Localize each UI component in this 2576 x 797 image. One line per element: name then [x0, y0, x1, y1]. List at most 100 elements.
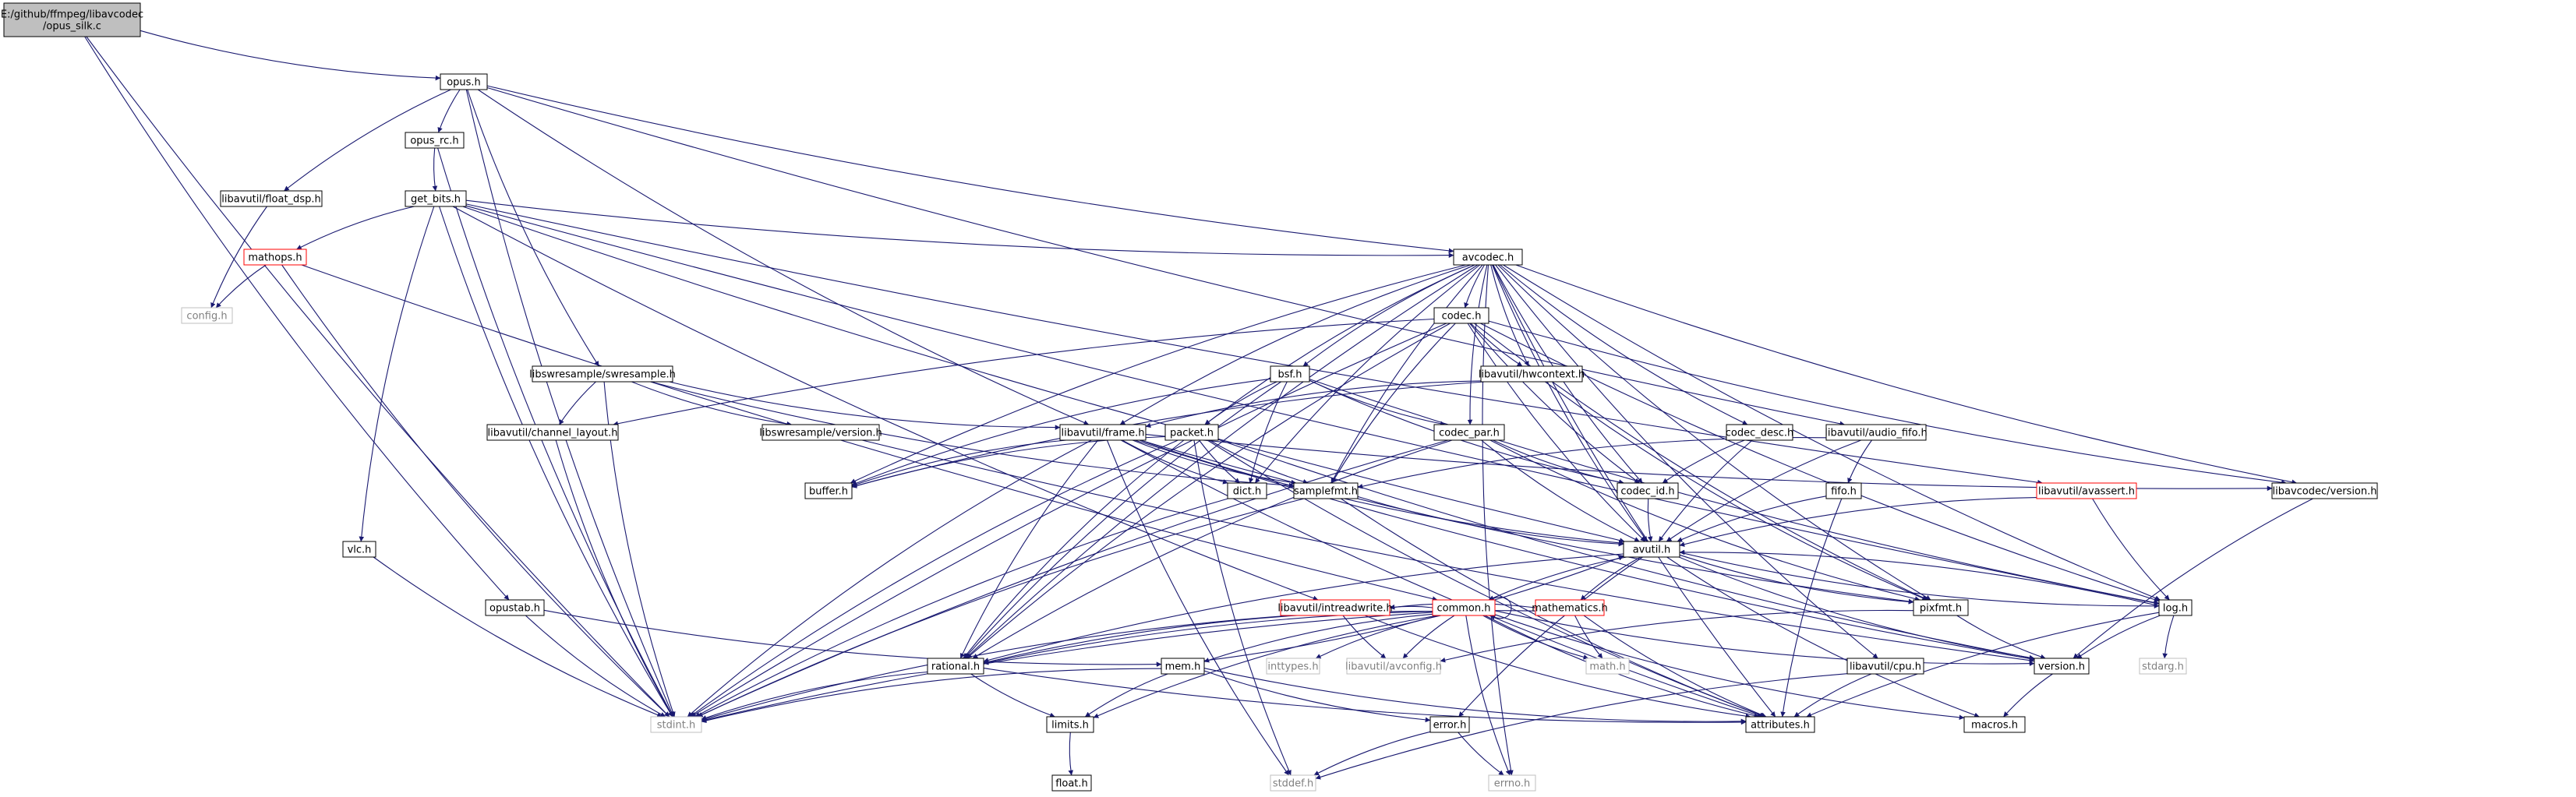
- node-box: [3, 2, 141, 37]
- node-box: [1453, 249, 1523, 266]
- node-label: vlc.h: [348, 545, 372, 556]
- node-version-h[interactable]: version.h: [2034, 658, 2090, 675]
- node-mathematics[interactable]: mathematics.h: [1532, 599, 1608, 616]
- edge-mem-to-error: [1203, 670, 1431, 723]
- node-lavc-version[interactable]: libavcodec/version.h: [2271, 482, 2378, 499]
- edge-mem-to-avutil: [1203, 555, 1624, 661]
- node-fifo[interactable]: fifo.h: [1825, 482, 1862, 499]
- node-buffer[interactable]: buffer.h: [804, 482, 853, 499]
- edge-mathematics-to-math: [1574, 615, 1603, 659]
- edge-avcodec-to-lavc_version: [1515, 264, 2298, 485]
- edge-avcodec-to-log: [1503, 264, 2161, 601]
- edge-opus_h-to-frame: [477, 89, 1090, 425]
- node-get-bits[interactable]: get_bits.h: [405, 190, 467, 207]
- edge-vlc-to-stdint: [373, 556, 663, 718]
- node-box: [440, 73, 488, 90]
- edge-codec_par-to-stdint: [697, 439, 1449, 718]
- node-samplefmt[interactable]: samplefmt.h: [1293, 482, 1359, 499]
- node-audio-fifo[interactable]: libavutil/audio_fifo.h: [1825, 424, 1928, 441]
- node-opus-h[interactable]: opus.h: [440, 73, 488, 90]
- node-box: [181, 307, 233, 324]
- edge-codec_h-to-codec_id: [1469, 323, 1640, 484]
- node-mem[interactable]: mem.h: [1161, 658, 1205, 675]
- node-rational[interactable]: rational.h: [927, 658, 984, 675]
- edge-avcodec-to-codec_desc: [1500, 264, 1748, 425]
- node-label: packet.h: [1170, 428, 1214, 439]
- node-box: [2036, 482, 2137, 499]
- edge-codec_h-to-hwcontext: [1470, 323, 1523, 367]
- edge-codec_h-to-lavc_version: [1488, 320, 2287, 485]
- edge-pixfmt-to-version_h: [1956, 615, 2046, 660]
- node-label: stdint.h: [657, 720, 695, 732]
- node-codec-desc[interactable]: codec_desc.h: [1726, 424, 1794, 441]
- node-limits[interactable]: limits.h: [1046, 716, 1094, 733]
- node-label: inttypes.h: [1267, 661, 1318, 673]
- node-label: common.h: [1437, 603, 1491, 615]
- edge-layer: [84, 30, 2313, 780]
- node-pixfmt[interactable]: pixfmt.h: [1913, 599, 1969, 616]
- node-bsf[interactable]: bsf.h: [1270, 365, 1310, 383]
- node-codec-par[interactable]: codec_par.h: [1433, 424, 1505, 441]
- node-frame[interactable]: libavutil/frame.h: [1059, 424, 1147, 441]
- node-swr-version[interactable]: libswresample/version.h: [759, 424, 882, 441]
- node-box: [1535, 599, 1605, 616]
- node-box: [1266, 658, 1320, 675]
- edge-codec_h-to-samplefmt: [1331, 323, 1456, 484]
- node-avutil[interactable]: avutil.h: [1623, 541, 1680, 558]
- node-avassert[interactable]: libavutil/avassert.h: [2036, 482, 2137, 499]
- node-box: [1480, 365, 1583, 383]
- node-log[interactable]: log.h: [2158, 599, 2193, 616]
- node-swresample[interactable]: libswresample/swresample.h: [529, 365, 676, 383]
- edge-packet-to-buffer: [851, 436, 1166, 488]
- node-label: samplefmt.h: [1294, 486, 1358, 498]
- edge-opus_h-to-avcodec: [486, 85, 1454, 254]
- node-macros[interactable]: macros.h: [1963, 716, 2026, 733]
- edge-avassert-to-avutil: [1679, 497, 2037, 547]
- node-box: [650, 716, 702, 733]
- node-box: [1825, 482, 1862, 499]
- node-label: mathematics.h: [1532, 603, 1608, 615]
- node-opus-rc[interactable]: opus_rc.h: [405, 132, 465, 149]
- node-opustab[interactable]: opustab.h: [485, 599, 545, 616]
- node-root[interactable]: E:/github/ffmpeg/libavcodec/opus_silk.c: [1, 2, 143, 37]
- edge-common-to-avconfig: [1402, 615, 1455, 659]
- node-box: [1161, 658, 1205, 675]
- node-box: [1585, 658, 1630, 675]
- edge-frame-to-rational: [959, 439, 1099, 659]
- edge-avcodec-to-rational: [965, 264, 1479, 659]
- edge-samplefmt-to-stdint: [698, 498, 1305, 718]
- edge-packet-to-stdint: [689, 439, 1178, 718]
- node-label: math.h: [1589, 661, 1625, 673]
- node-codec-h[interactable]: codec.h: [1433, 307, 1489, 324]
- node-codec-id[interactable]: codec_id.h: [1617, 482, 1679, 499]
- edge-error-to-errno: [1458, 732, 1504, 776]
- edge-get_bits-to-stdint: [439, 206, 673, 718]
- node-box: [1825, 424, 1927, 441]
- edge-packet-to-attributes: [1207, 439, 1765, 718]
- node-attributes[interactable]: attributes.h: [1745, 716, 1815, 733]
- edge-common-self-loop: [1489, 596, 1512, 620]
- node-label: libavutil/avassert.h: [2038, 486, 2135, 498]
- node-mathops[interactable]: mathops.h: [243, 249, 307, 266]
- node-label: opustab.h: [489, 603, 540, 615]
- node-intreadwrite[interactable]: libavutil/intreadwrite.h: [1277, 599, 1393, 616]
- node-common[interactable]: common.h: [1432, 599, 1496, 616]
- node-hwcontext[interactable]: libavutil/hwcontext.h: [1479, 365, 1585, 383]
- node-packet[interactable]: packet.h: [1164, 424, 1219, 441]
- node-label: pixfmt.h: [1920, 603, 1962, 615]
- node-float-dsp[interactable]: libavutil/float_dsp.h: [220, 190, 323, 207]
- edge-opustab-to-mem: [543, 609, 1162, 667]
- edge-root-to-opustab: [84, 36, 510, 601]
- node-avcodec[interactable]: avcodec.h: [1453, 249, 1523, 266]
- node-dict[interactable]: dict.h: [1227, 482, 1267, 499]
- edge-rational-to-stdint: [701, 671, 928, 721]
- node-cpu[interactable]: libavutil/cpu.h: [1846, 658, 1924, 675]
- node-vlc[interactable]: vlc.h: [342, 541, 376, 558]
- edge-dict-to-stdint: [694, 498, 1228, 718]
- edge-codec_h-to-channel_layout: [613, 318, 1435, 426]
- node-box: [243, 249, 307, 266]
- node-channel-layout[interactable]: libavutil/channel_layout.h: [486, 424, 619, 441]
- node-float-h[interactable]: float.h: [1051, 774, 1092, 792]
- node-math: math.h: [1585, 658, 1630, 675]
- node-error[interactable]: error.h: [1429, 716, 1470, 733]
